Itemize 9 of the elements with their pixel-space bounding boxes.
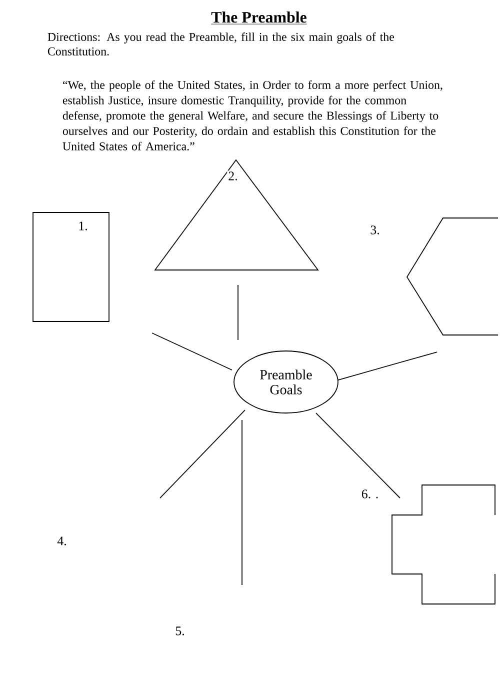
connector-line — [316, 412, 400, 498]
oval: Preamble Goals — [234, 350, 338, 414]
number-label: 4. — [57, 536, 66, 546]
connector-line — [338, 352, 438, 380]
connector-line — [152, 332, 232, 370]
connector-line — [160, 410, 246, 498]
directions-text: Directions: As you read the Preamble, fill in the six main goals of the Constitution. — [48, 32, 394, 56]
title: The Preamble — [210, 11, 308, 24]
number-label: 5. — [176, 626, 184, 636]
